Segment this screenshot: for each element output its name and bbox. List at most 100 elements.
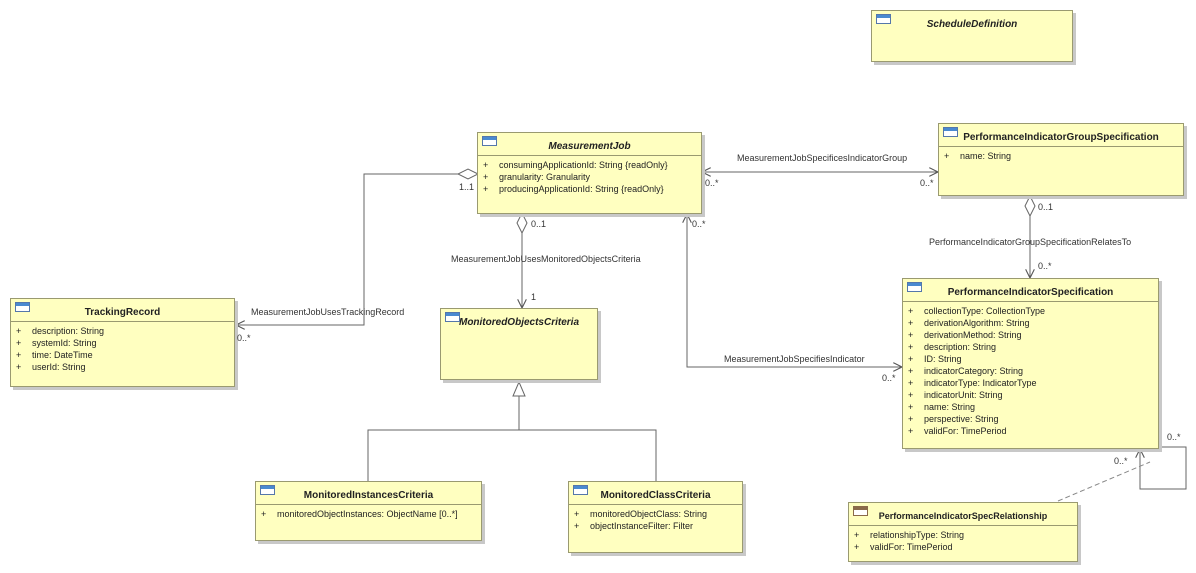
visibility-marker: +: [16, 350, 22, 360]
attribute-text: relationshipType: String: [870, 530, 965, 540]
attribute-text: indicatorUnit: String: [924, 390, 1003, 400]
attribute-text: indicatorCategory: String: [924, 366, 1024, 376]
attribute-text: indicatorType: IndicatorType: [924, 378, 1037, 388]
attribute-text: derivationAlgorithm: String: [924, 318, 1030, 328]
attribute-text: name: String: [960, 151, 1012, 161]
compartment-divider: [11, 321, 234, 322]
attribute-text: userId: String: [32, 362, 86, 372]
mult-label: 0..*: [882, 373, 896, 383]
assoc-label-group-relates: PerformanceIndicatorGroupSpecificationRe…: [929, 237, 1132, 247]
class-name: MonitoredObjectsCriteria: [458, 317, 580, 328]
compartment-divider: [478, 155, 701, 156]
class-icon: [907, 282, 922, 292]
attribute-list: + collectionType: CollectionType + derivati…: [903, 302, 1158, 440]
generalization-line-instances: [367, 429, 657, 481]
class-icon: [445, 312, 460, 322]
mult-label: 0..*: [237, 333, 251, 343]
aggregation-diamond-tracking: [456, 168, 480, 180]
class-measurement-job[interactable]: MeasurementJob +consumingApplicationId: …: [477, 132, 702, 214]
class-monitored-objects-criteria[interactable]: MonitoredObjectsCriteria: [440, 308, 598, 380]
attribute-list: +monitoredObjectInstances: ObjectName [0…: [256, 505, 481, 523]
visibility-marker: +: [908, 354, 914, 364]
visibility-marker: +: [908, 426, 914, 436]
visibility-marker: +: [908, 306, 914, 316]
class-icon: [260, 485, 275, 495]
attribute-row: + userId: String: [15, 361, 230, 373]
class-tracking-record[interactable]: TrackingRecord +description: String+syst…: [10, 298, 235, 387]
mult-label: 0..1: [531, 219, 547, 229]
attribute-row: + collectionType: CollectionType: [907, 305, 1154, 317]
visibility-marker: +: [574, 509, 580, 519]
mult-label: 0..*: [1167, 432, 1181, 442]
class-header: MeasurementJob: [478, 133, 701, 155]
mult-label: 0..1: [1038, 202, 1054, 212]
assoc-label-indicator-group: MeasurementJobSpecificesIndicatorGroup: [737, 153, 908, 163]
visibility-marker: +: [16, 338, 22, 348]
attribute-row: +indicatorUnit: String: [907, 389, 1154, 401]
class-name: MonitoredClassCriteria: [600, 490, 711, 501]
attribute-text: collectionType: CollectionType: [924, 306, 1046, 316]
class-header: PerformanceIndicatorSpecification: [903, 279, 1158, 301]
visibility-marker: +: [854, 542, 860, 552]
aggregation-diamond-group: [1024, 194, 1036, 218]
mult-label: 0..*: [1114, 456, 1128, 466]
attribute-row: + monitoredObjectClass: String: [573, 508, 738, 520]
class-name: PerformanceIndicatorSpecRelationship: [878, 511, 1048, 521]
attribute-list: +consumingApplicationId: String {readOnl…: [478, 156, 701, 198]
visibility-marker: +: [483, 184, 489, 194]
attribute-row: +description: String: [15, 325, 230, 337]
compartment-divider: [903, 301, 1158, 302]
visibility-marker: +: [261, 509, 267, 519]
attribute-row: +name: String: [943, 150, 1179, 162]
attribute-text: validFor: TimePeriod: [870, 542, 953, 552]
class-icon: [876, 14, 891, 24]
assoc-label-tracking-record: MeasurementJobUsesTrackingRecord: [251, 307, 405, 317]
generalization-triangle: [512, 380, 526, 397]
mult-label: 0..*: [920, 178, 934, 188]
attribute-text: derivationMethod: String: [924, 330, 1022, 340]
compartment-divider: [939, 146, 1183, 147]
assoc-label-indicator: MeasurementJobSpecifiesIndicator: [724, 354, 865, 364]
class-header: MonitoredObjectsCriteria: [441, 309, 597, 331]
class-name: PerformanceIndicatorSpecification: [947, 287, 1114, 298]
attribute-row: +perspective: String: [907, 413, 1154, 425]
attribute-row: +description: String: [907, 341, 1154, 353]
attribute-row: + producingApplicationId: String {readOnl…: [482, 183, 697, 195]
attribute-text: name: String: [924, 402, 976, 412]
visibility-marker: +: [908, 366, 914, 376]
mult-label: 0..*: [692, 219, 706, 229]
class-monitored-instances-criteria[interactable]: MonitoredInstancesCriteria +monitoredObj…: [255, 481, 482, 541]
class-schedule-definition[interactable]: ScheduleDefinition: [871, 10, 1073, 62]
class-pi-group-specification[interactable]: PerformanceIndicatorGroupSpecification +…: [938, 123, 1184, 196]
visibility-marker: +: [908, 414, 914, 424]
attribute-row: +ID: String: [907, 353, 1154, 365]
class-pi-spec-relationship[interactable]: PerformanceIndicatorSpecRelationship +re…: [848, 502, 1078, 562]
attribute-text: time: DateTime: [32, 350, 93, 360]
attribute-text: producingApplicationId: String {readOnly…: [499, 184, 664, 194]
attribute-list: + monitoredObjectClass: String + objectInst…: [569, 505, 742, 535]
attribute-text: description: String: [32, 326, 105, 336]
class-monitored-class-criteria[interactable]: MonitoredClassCriteria + monitoredObjectC…: [568, 481, 743, 553]
attribute-text: objectInstanceFilter: Filter: [590, 521, 694, 531]
class-icon: [15, 302, 30, 312]
compartment-divider: [256, 504, 481, 505]
visibility-marker: +: [483, 160, 489, 170]
class-icon: [943, 127, 958, 137]
visibility-marker: +: [574, 521, 580, 531]
attribute-row: + derivationMethod: String: [907, 329, 1154, 341]
attribute-row: +indicatorType: IndicatorType: [907, 377, 1154, 389]
attribute-row: + validFor: TimePeriod: [853, 541, 1073, 553]
attribute-row: +consumingApplicationId: String {readOnl…: [482, 159, 697, 171]
visibility-marker: +: [483, 172, 489, 182]
attribute-text: systemId: String: [32, 338, 97, 348]
attribute-row: +relationshipType: String: [853, 529, 1073, 541]
class-icon: [482, 136, 497, 146]
visibility-marker: +: [908, 330, 914, 340]
visibility-marker: +: [16, 362, 22, 372]
attribute-row: + indicatorCategory: String: [907, 365, 1154, 377]
class-pi-specification[interactable]: PerformanceIndicatorSpecification + colle…: [902, 278, 1159, 449]
assoc-line-indicator: [687, 214, 902, 367]
attribute-text: monitoredObjectClass: String: [590, 509, 708, 519]
mult-label: 1..1: [459, 182, 475, 192]
compartment-divider: [849, 525, 1077, 526]
